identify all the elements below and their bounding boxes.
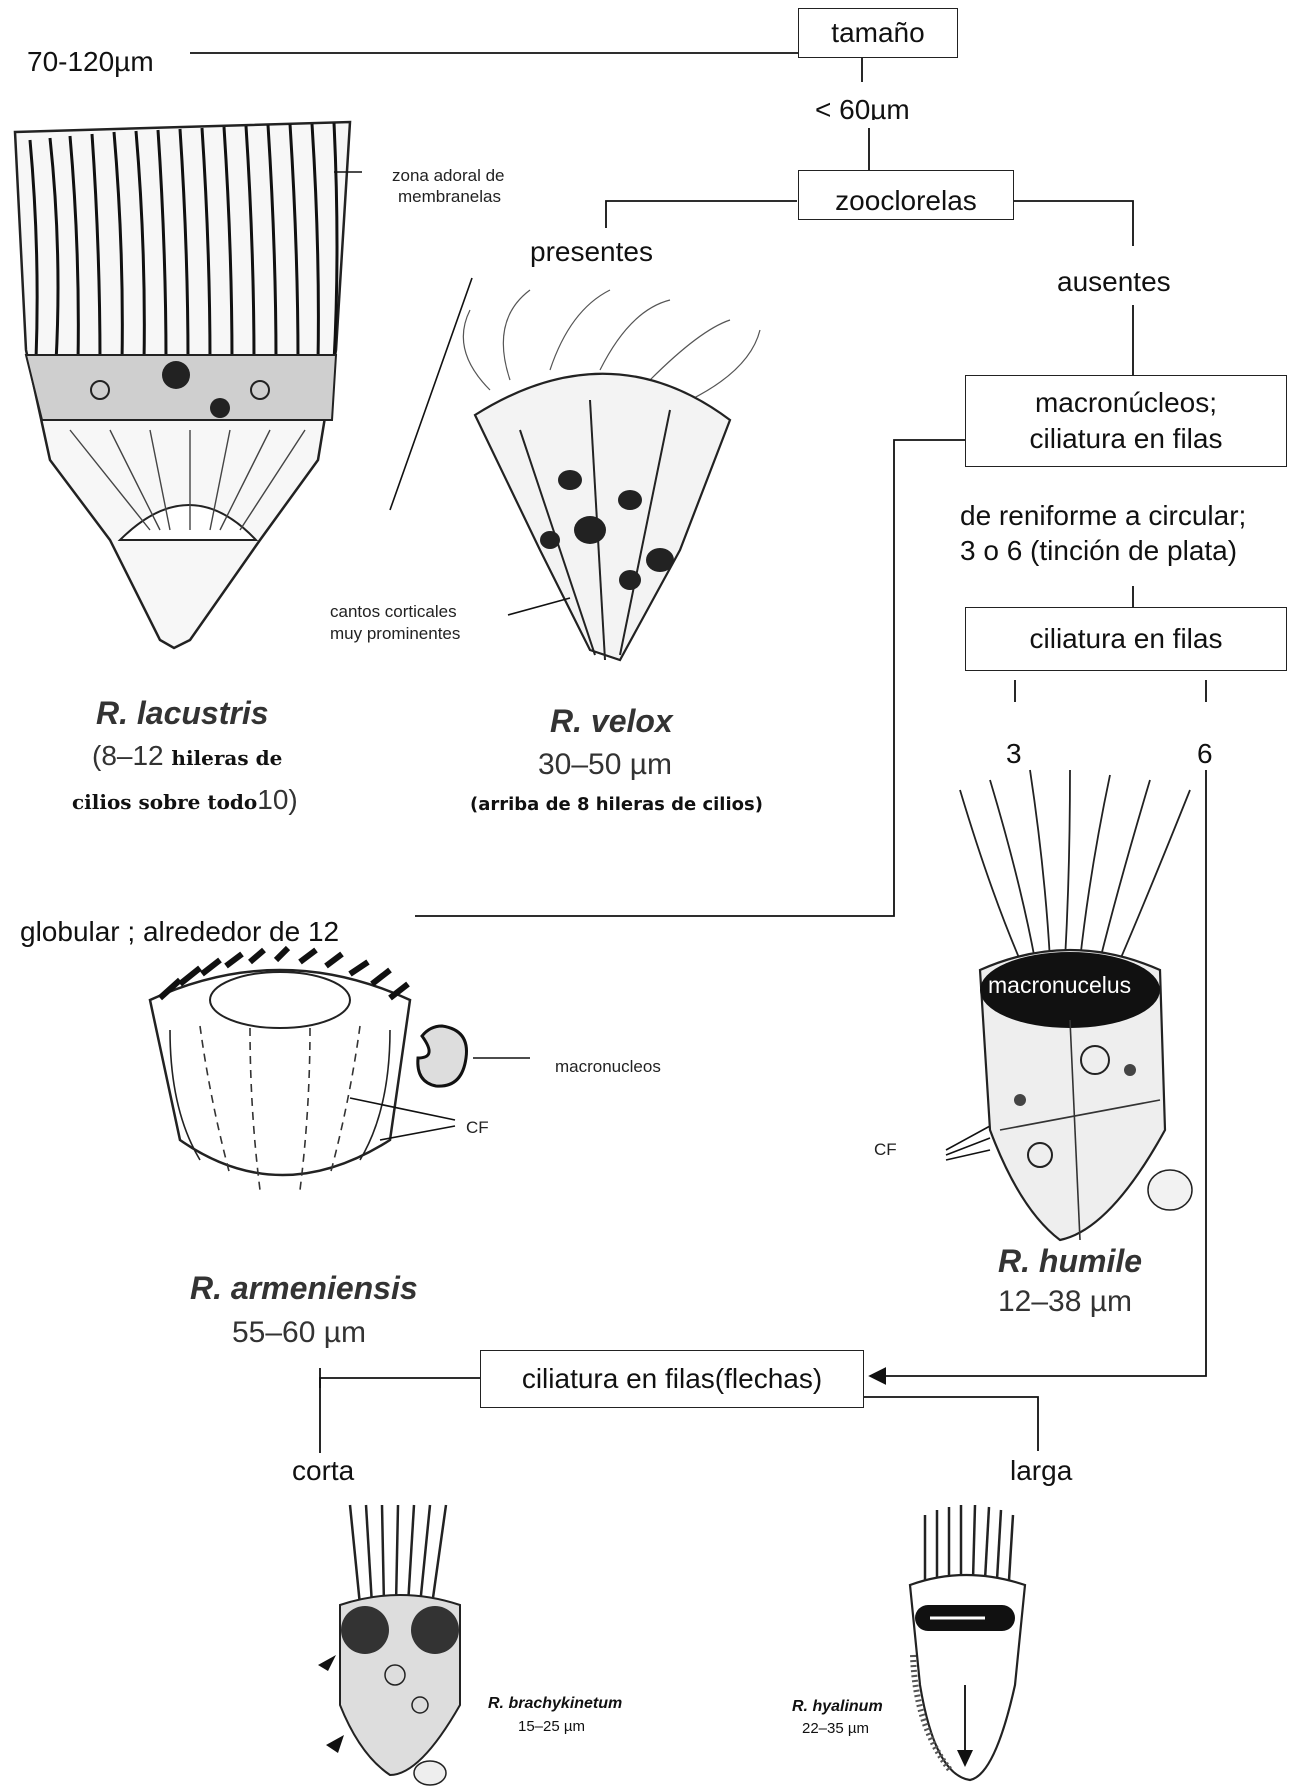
lacustris-name: R. lacustris: [96, 695, 269, 732]
brachykinetum-name: R. brachykinetum: [488, 1695, 622, 1713]
adoral-zone-annotation-line2: membranelas: [398, 187, 501, 207]
cortical-ridges-annotation-line1: cantos corticales: [330, 602, 457, 622]
brachykinetum-size: 15–25 µm: [518, 1718, 585, 1735]
lacustris-note: (8–12 hileras de: [92, 740, 282, 772]
armeniensis-size: 55–60 µm: [232, 1316, 366, 1350]
lacustris-note-2: cilios sobre todo10): [72, 784, 298, 816]
humile-size: 12–38 µm: [998, 1285, 1132, 1319]
lacustris-note-a: (8–12: [92, 740, 171, 771]
cf-annotation-right: CF: [874, 1140, 897, 1160]
lacustris-note-b: hileras de: [171, 746, 282, 770]
humile-name: R. humile: [998, 1243, 1142, 1280]
adoral-zone-annotation-line1: zona adoral de: [392, 166, 504, 186]
velox-name: R. velox: [550, 703, 673, 740]
humile-illustration: [960, 770, 1210, 1250]
hyalinum-size: 22–35 µm: [802, 1720, 869, 1737]
hyalinum-name: R. hyalinum: [792, 1698, 883, 1716]
hyalinum-illustration: [895, 1505, 1045, 1785]
brachykinetum-illustration: [310, 1505, 490, 1785]
armeniensis-name: R. armeniensis: [190, 1270, 418, 1307]
macronucleos-annotation: macronucleos: [555, 1057, 661, 1077]
cortical-ridges-annotation-line2: muy prominentes: [330, 624, 460, 644]
velox-note: (arriba de 8 hileras de cilios): [470, 794, 763, 815]
lacustris-note-d: 10): [257, 784, 297, 815]
macronucelus-annotation: macronucelus: [988, 972, 1131, 999]
cf-annotation-left: CF: [466, 1118, 489, 1138]
lacustris-note-c: cilios sobre todo: [72, 790, 257, 814]
velox-size: 30–50 µm: [538, 748, 672, 782]
